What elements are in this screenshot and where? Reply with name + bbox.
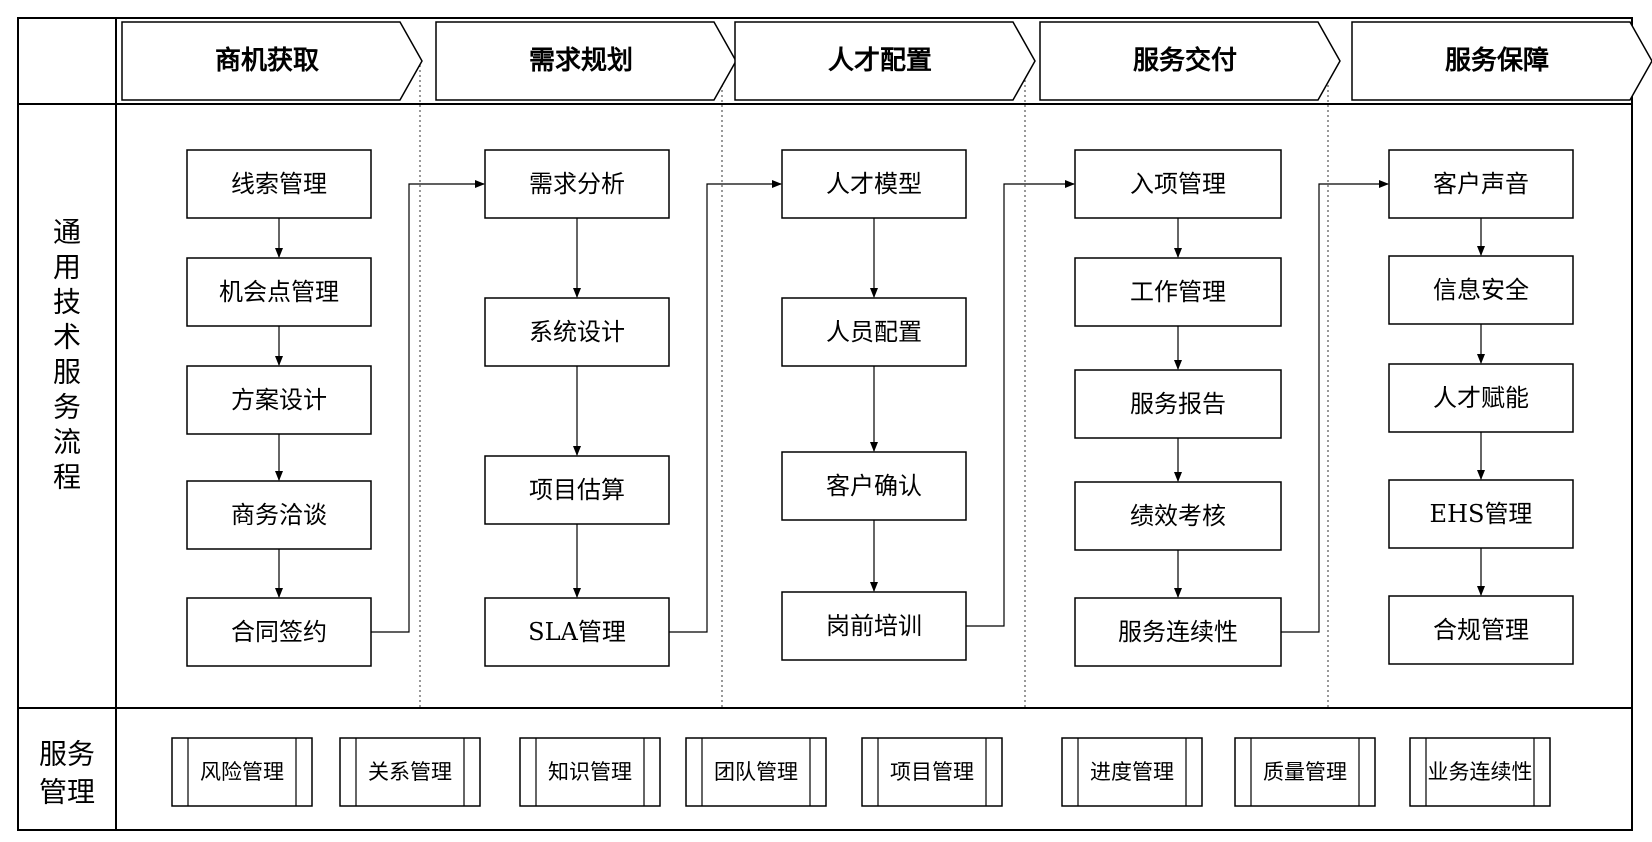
stage-label: 服务交付 <box>1133 45 1237 76</box>
stage-chevron <box>121 21 423 101</box>
service-box-label: 风险管理 <box>200 760 284 784</box>
process-box-label: 方案设计 <box>231 386 327 414</box>
process-box-label: 工作管理 <box>1130 278 1226 306</box>
process-box <box>186 480 372 550</box>
process-box <box>186 149 372 219</box>
process-box-label: 项目估算 <box>529 476 625 504</box>
service-box-label: 质量管理 <box>1263 760 1347 784</box>
process-box-label: 服务连续性 <box>1118 618 1238 646</box>
management-row-label-line: 管理 <box>39 776 95 809</box>
stage-transition-arrow <box>1281 180 1389 633</box>
process-box-label: 入项管理 <box>1130 170 1226 198</box>
process-box <box>781 149 967 219</box>
process-box-label: 绩效考核 <box>1130 502 1226 530</box>
process-row-label-char: 务 <box>53 391 81 424</box>
stage-label: 服务保障 <box>1445 45 1549 76</box>
service-box-label: 知识管理 <box>548 760 632 784</box>
stage-label: 商机获取 <box>215 45 319 76</box>
process-box <box>781 297 967 367</box>
process-box-label: 客户确认 <box>826 472 922 500</box>
process-box <box>781 451 967 521</box>
process-box <box>1074 597 1282 667</box>
process-box-label: 岗前培训 <box>826 612 922 640</box>
process-box-label: 合同签约 <box>231 618 327 646</box>
service-box-label: 进度管理 <box>1090 760 1174 784</box>
stage-transition-arrow <box>966 180 1075 627</box>
process-box <box>1388 363 1574 433</box>
stage-chevron <box>1351 21 1652 101</box>
process-row-label-char: 程 <box>53 461 81 494</box>
service-box <box>171 737 313 807</box>
service-box <box>519 737 661 807</box>
service-box <box>1409 737 1551 807</box>
process-row-label-char: 技 <box>53 286 81 319</box>
process-box-label: EHS管理 <box>1430 500 1533 528</box>
process-row-label-char: 服 <box>53 356 81 389</box>
flow-connectors <box>275 180 1485 633</box>
stage-transition-arrow <box>669 180 782 633</box>
process-box <box>1388 149 1574 219</box>
process-box <box>186 257 372 327</box>
process-box <box>484 297 670 367</box>
process-box-label: 合规管理 <box>1433 616 1529 644</box>
process-box <box>484 149 670 219</box>
service-box-label: 关系管理 <box>368 760 452 784</box>
stage-headers: 商机获取 需求规划 人才配置 服务交付 服务保障 <box>121 21 1652 101</box>
service-box <box>861 737 1003 807</box>
process-box-label: 服务报告 <box>1130 390 1226 418</box>
process-box-label: 人员配置 <box>826 318 922 346</box>
service-box-label: 团队管理 <box>714 760 798 784</box>
process-box-label: 信息安全 <box>1433 276 1529 304</box>
process-row-label-char: 用 <box>53 251 81 284</box>
service-boxes: 风险管理 关系管理 知识管理 团队管理 项目管理 进度管理 质量管理 业务连续性 <box>171 737 1551 807</box>
process-box <box>484 597 670 667</box>
stage-label: 需求规划 <box>529 46 633 76</box>
process-box-label: SLA管理 <box>528 618 626 646</box>
stage-label: 人才配置 <box>828 46 932 76</box>
process-box <box>1388 255 1574 325</box>
service-box <box>1061 737 1203 807</box>
process-box <box>186 365 372 435</box>
process-box-label: 商务洽谈 <box>231 501 327 529</box>
process-row-label-char: 流 <box>53 426 81 459</box>
process-box-label: 人才赋能 <box>1433 384 1529 412</box>
process-box <box>1388 479 1574 549</box>
process-box <box>1074 369 1282 439</box>
process-box-label: 客户声音 <box>1433 170 1529 198</box>
process-box <box>1074 257 1282 327</box>
stage-chevron <box>1039 21 1341 101</box>
process-box-label: 系统设计 <box>529 318 625 346</box>
process-row-label-char: 通 <box>53 216 81 249</box>
process-box-label: 需求分析 <box>529 170 625 198</box>
stage-chevron <box>734 21 1036 101</box>
service-box-label: 项目管理 <box>890 760 974 784</box>
stage-transition-arrow <box>371 180 485 633</box>
process-box-label: 线索管理 <box>231 170 327 198</box>
service-box <box>339 737 481 807</box>
service-box-label: 业务连续性 <box>1428 760 1533 784</box>
process-box <box>1388 595 1574 665</box>
process-box-label: 人才模型 <box>826 170 922 198</box>
process-box <box>781 591 967 661</box>
process-box <box>484 455 670 525</box>
process-box <box>1074 149 1282 219</box>
management-row-label-line: 服务 <box>39 738 95 771</box>
process-box <box>186 597 372 667</box>
service-box <box>1234 737 1376 807</box>
service-box <box>685 737 827 807</box>
process-row-label-char: 术 <box>53 321 81 354</box>
process-box <box>1074 481 1282 551</box>
outer-frame <box>17 17 1633 831</box>
stage-chevron <box>435 21 737 101</box>
stage-separators <box>419 60 1329 708</box>
process-box-label: 机会点管理 <box>219 278 339 306</box>
